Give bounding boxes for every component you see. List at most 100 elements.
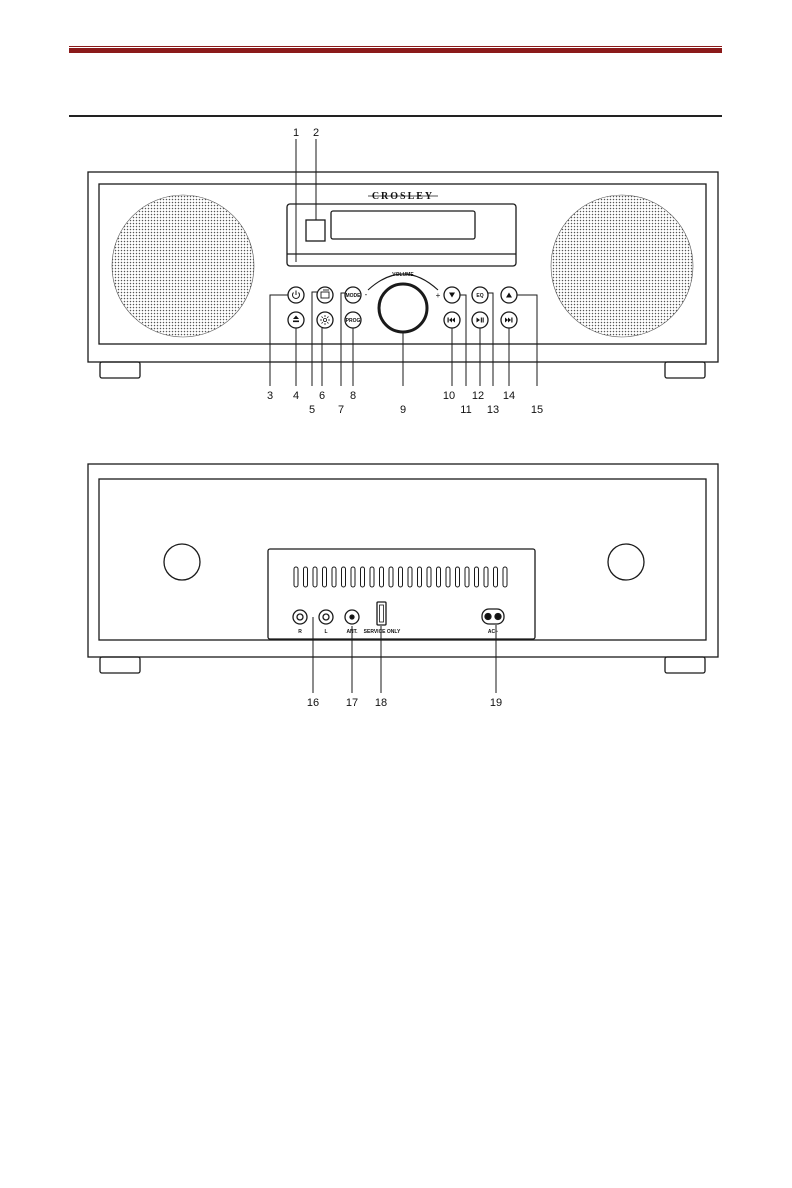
skip-back-icon — [448, 318, 456, 323]
vent-slot — [389, 567, 393, 587]
vent-slot — [494, 567, 498, 587]
bass-port-right — [608, 544, 644, 580]
rear-cabinet-outer — [88, 464, 718, 657]
play-pause-button[interactable] — [472, 312, 488, 328]
vent-slot — [370, 567, 374, 587]
skip-forward-icon — [505, 318, 513, 323]
vent-slot — [361, 567, 365, 587]
eq-button[interactable]: EQ — [472, 287, 488, 303]
arrow-up-icon — [506, 293, 512, 298]
callout-8: 8 — [350, 390, 356, 402]
aux-left-jack[interactable] — [319, 610, 333, 624]
label-right: R — [298, 629, 302, 635]
vent-slot — [313, 567, 317, 587]
lcd-display — [331, 211, 475, 239]
callout-2: 2 — [313, 127, 319, 139]
prev-button[interactable] — [444, 312, 460, 328]
aux-right-jack[interactable] — [293, 610, 307, 624]
callout-11: 11 — [460, 404, 471, 416]
rear-connector-panel — [268, 549, 535, 639]
front-view: CROSLEY VOLUME - + MODE — [88, 127, 718, 416]
vent-slot — [323, 567, 327, 587]
speaker-grille-left — [112, 195, 254, 337]
brightness-icon — [320, 315, 330, 325]
volume-plus: + — [436, 291, 441, 300]
mode-label: MODE — [346, 293, 362, 299]
source-button[interactable] — [317, 287, 333, 303]
vent-slot — [342, 567, 346, 587]
callout-13: 13 — [487, 404, 499, 416]
prog-label: PROG — [346, 318, 361, 324]
rear-foot-right — [665, 657, 705, 673]
eject-button[interactable] — [288, 312, 304, 328]
vent-slot — [351, 567, 355, 587]
next-button[interactable] — [501, 312, 517, 328]
display-panel — [287, 204, 516, 266]
callout-18: 18 — [375, 697, 387, 709]
rear-callouts: 16 17 18 19 — [307, 697, 502, 709]
callout-1: 1 — [293, 127, 299, 139]
volume-label: VOLUME — [392, 272, 414, 278]
mode-button[interactable]: MODE — [345, 287, 361, 303]
callout-6: 6 — [319, 390, 325, 402]
power-icon — [293, 291, 300, 299]
rear-leader-lines — [313, 617, 496, 693]
antenna-jack[interactable] — [345, 610, 359, 624]
callout-15: 15 — [531, 404, 543, 416]
eject-icon — [293, 316, 299, 323]
volume-knob[interactable] — [379, 284, 427, 332]
rear-view: R L ANT. SERVICE ONLY AC~ 16 17 18 19 — [88, 464, 718, 709]
front-leader-lines — [270, 139, 537, 386]
power-button[interactable] — [288, 287, 304, 303]
arrow-down-icon — [449, 293, 455, 298]
callout-4: 4 — [293, 390, 299, 402]
vent-slot — [418, 567, 422, 587]
callout-12: 12 — [472, 390, 484, 402]
source-icon — [321, 290, 329, 298]
callout-7: 7 — [338, 404, 344, 416]
rear-foot-left — [100, 657, 140, 673]
rear-cabinet-inner — [99, 479, 706, 640]
ac-power-inlet[interactable] — [482, 609, 504, 624]
callout-3: 3 — [267, 390, 273, 402]
callout-19: 19 — [490, 697, 502, 709]
vent-slot — [484, 567, 488, 587]
label-ac: AC~ — [488, 629, 498, 635]
volume-minus: - — [365, 290, 368, 299]
up-button[interactable] — [501, 287, 517, 303]
eq-label: EQ — [476, 293, 483, 299]
vent-slot — [465, 567, 469, 587]
prog-button[interactable]: PROG — [345, 312, 361, 328]
vent-slot — [456, 567, 460, 587]
vent-slot — [427, 567, 431, 587]
vent-slot — [446, 567, 450, 587]
vent-slot — [475, 567, 479, 587]
callout-10: 10 — [443, 390, 455, 402]
callout-9: 9 — [400, 404, 406, 416]
vent-slot — [380, 567, 384, 587]
vent-slot — [399, 567, 403, 587]
vent-slot — [294, 567, 298, 587]
dimmer-button[interactable] — [317, 312, 333, 328]
vent-slot — [503, 567, 507, 587]
callout-14: 14 — [503, 390, 515, 402]
front-foot-left — [100, 362, 140, 378]
vent-slot — [437, 567, 441, 587]
callout-17: 17 — [346, 697, 358, 709]
speaker-grille-right — [551, 195, 693, 337]
callout-5: 5 — [309, 404, 315, 416]
vent-slots — [294, 567, 507, 587]
callout-16: 16 — [307, 697, 319, 709]
bass-port-left — [164, 544, 200, 580]
vent-slot — [408, 567, 412, 587]
brand-logo: CROSLEY — [372, 191, 434, 202]
usb-service-port[interactable] — [377, 602, 386, 625]
down-button[interactable] — [444, 287, 460, 303]
front-foot-right — [665, 362, 705, 378]
vent-slot — [304, 567, 308, 587]
vent-slot — [332, 567, 336, 587]
rear-port-labels: R L ANT. SERVICE ONLY AC~ — [298, 629, 498, 635]
play-pause-icon — [477, 318, 484, 323]
label-service-only: SERVICE ONLY — [364, 629, 401, 635]
